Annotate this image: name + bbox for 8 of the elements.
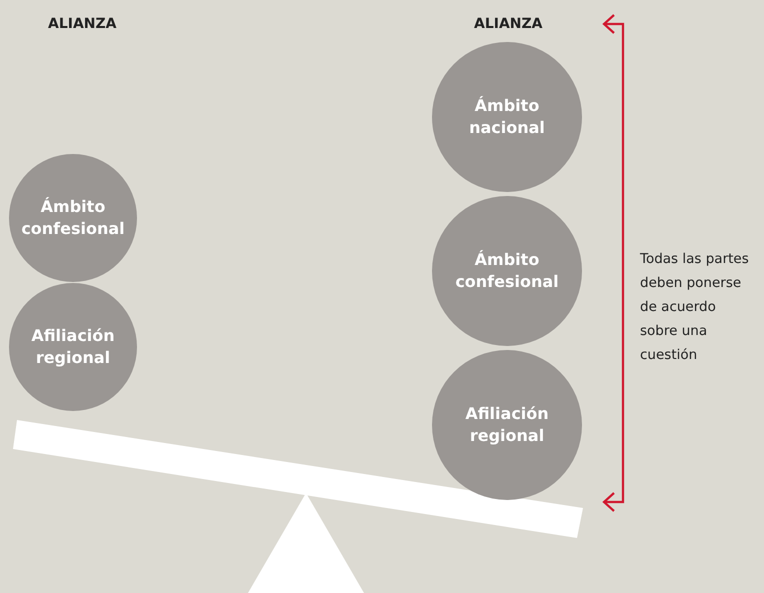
circle-label: Ámbito nacional <box>468 95 546 139</box>
circle-label: Afiliación regional <box>30 325 116 369</box>
circle-label: Ámbito confesional <box>454 249 560 293</box>
bracket-note: Todas las partes deben ponerse de acuerdo sobre una cuestión <box>640 250 750 365</box>
circle-label: Afiliación regional <box>464 403 550 447</box>
column-heading: ALIANZA <box>474 16 543 32</box>
circle-label: Ámbito confesional <box>20 196 126 240</box>
column-heading: ALIANZA <box>48 16 117 32</box>
